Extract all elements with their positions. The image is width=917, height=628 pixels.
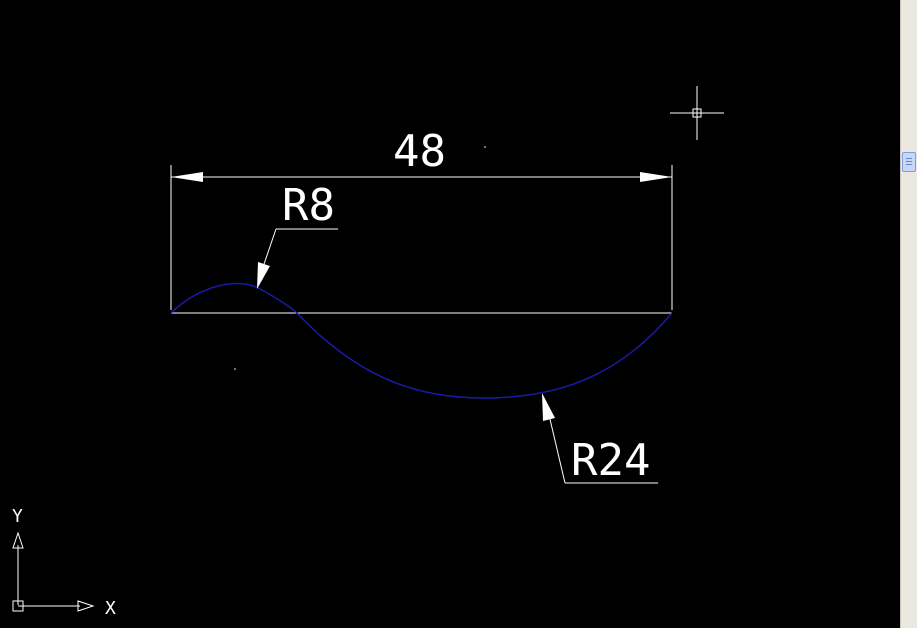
point-marker <box>234 368 236 370</box>
dimension-arrow-left <box>171 172 203 182</box>
leader-r24-arrow <box>542 393 555 421</box>
arc-r8[interactable] <box>170 282 298 314</box>
radius-text-r8[interactable]: R8 <box>282 180 335 231</box>
point-marker <box>484 146 486 148</box>
vertical-scrollbar[interactable] <box>900 0 917 628</box>
leader-r24-line <box>548 414 566 484</box>
ucs-x-label: X <box>105 598 116 619</box>
dimension-arrow-right <box>640 172 672 182</box>
crosshair-cursor-icon <box>670 86 724 140</box>
dimension-text-48[interactable]: 48 <box>393 126 446 177</box>
leader-r8-line <box>261 228 277 271</box>
scrollbar-thumb[interactable] <box>902 152 916 172</box>
ucs-icon: Y X <box>12 506 116 619</box>
leader-r8-arrow <box>257 262 270 289</box>
ucs-y-label: Y <box>12 506 23 527</box>
radius-text-r24[interactable]: R24 <box>571 435 650 486</box>
arc-r24[interactable] <box>296 312 673 399</box>
